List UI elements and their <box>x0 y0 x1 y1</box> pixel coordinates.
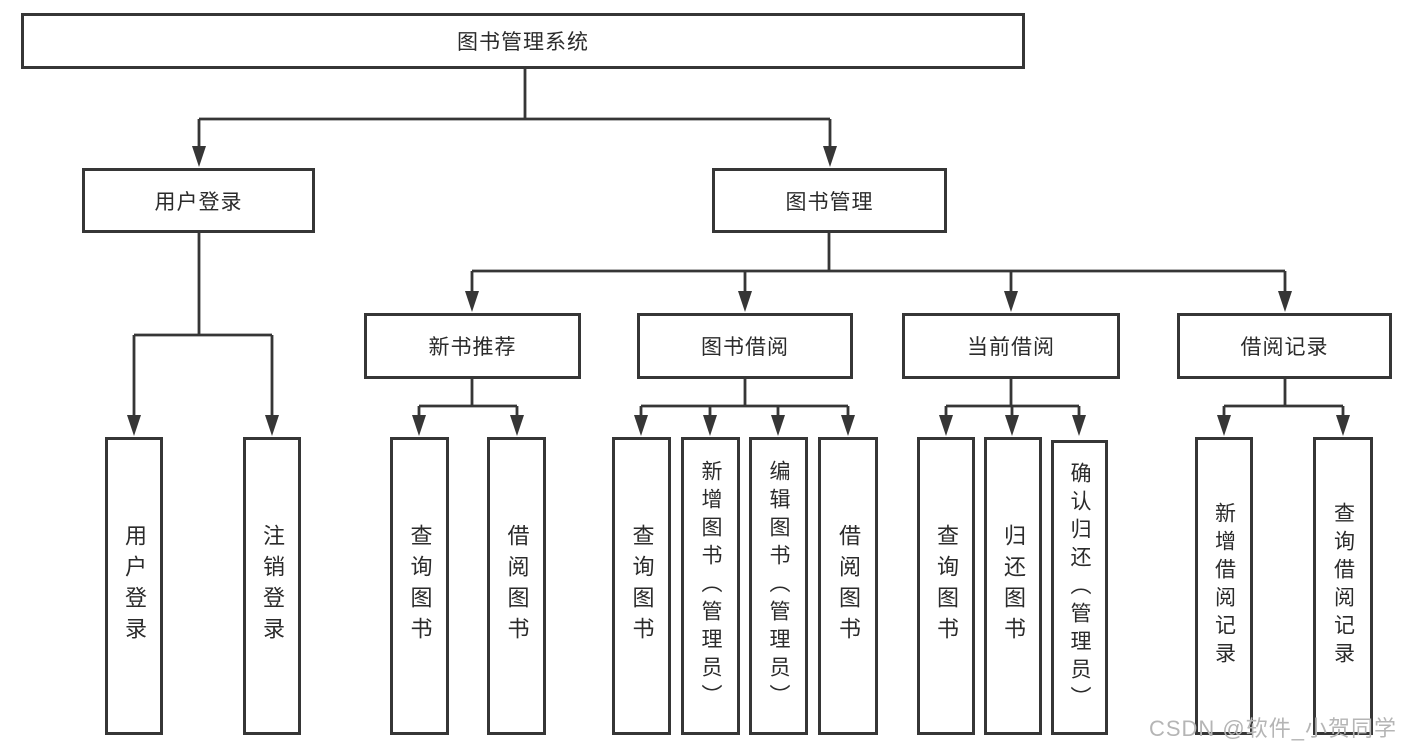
node-borrow-records: 借阅记录 <box>1177 313 1392 379</box>
node-book-management: 图书管理 <box>712 168 947 233</box>
leaf-add-book-admin: 新增图书（管理员） <box>681 437 740 735</box>
leaf-user-login: 用户登录 <box>105 437 163 735</box>
node-new-book-recommend: 新书推荐 <box>364 313 581 379</box>
leaf-return-books: 归还图书 <box>984 437 1042 735</box>
leaf-edit-book-admin: 编辑图书（管理员） <box>749 437 808 735</box>
leaf-add-borrow-record: 新增借阅记录 <box>1195 437 1253 735</box>
leaf-query-borrow-record: 查询借阅记录 <box>1313 437 1373 735</box>
leaf-borrow-books-2: 借阅图书 <box>818 437 878 735</box>
node-current-borrow: 当前借阅 <box>902 313 1120 379</box>
leaf-logout: 注销登录 <box>243 437 301 735</box>
leaf-query-books-2: 查询图书 <box>612 437 671 735</box>
node-book-borrow: 图书借阅 <box>637 313 853 379</box>
leaf-borrow-books-1: 借阅图书 <box>487 437 546 735</box>
leaf-query-books-1: 查询图书 <box>390 437 449 735</box>
leaf-confirm-return-admin: 确认归还（管理员） <box>1051 440 1108 735</box>
node-root-library-system: 图书管理系统 <box>21 13 1025 69</box>
csdn-watermark: CSDN @软件_小贺同学 <box>1148 716 1397 741</box>
leaf-query-books-3: 查询图书 <box>917 437 975 735</box>
node-user-login: 用户登录 <box>82 168 315 233</box>
arrowheads <box>127 146 1350 436</box>
